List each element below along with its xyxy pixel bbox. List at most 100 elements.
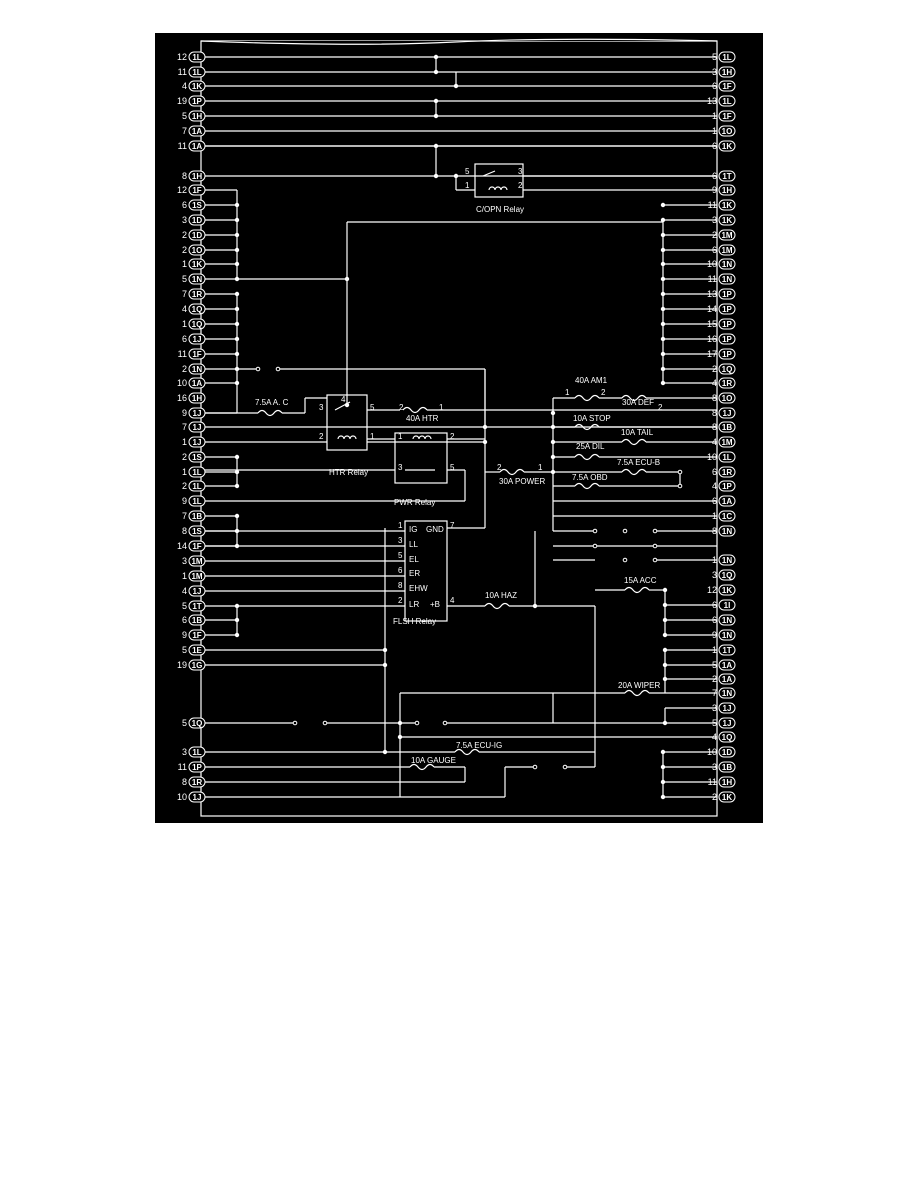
right-connector-bubble (718, 599, 736, 611)
left-pin-number: 11 (178, 762, 187, 772)
right-connector-bubble (718, 184, 736, 196)
pwr-relay-box (394, 432, 448, 484)
left-pin-number: 19 (177, 96, 187, 106)
right-pin-number: 1 (712, 126, 717, 136)
right-connector-id: 1A (722, 497, 732, 506)
junction-dot (234, 632, 240, 638)
right-pin-number: 5 (712, 660, 717, 670)
left-connector-id: 1Q (192, 719, 203, 728)
terminal-dot (622, 557, 628, 563)
left-connector-id: 1K (192, 260, 202, 269)
left-pin-number: 14 (177, 541, 187, 551)
pwr-pin-1: 1 (398, 432, 403, 441)
left-connector-id: 1A (192, 127, 202, 136)
left-connector-bubble (188, 540, 206, 552)
right-connector-bubble (718, 510, 736, 522)
left-connector-bubble (188, 791, 206, 803)
right-connector-bubble (718, 480, 736, 492)
junction-dot (234, 321, 240, 327)
junction-dot (453, 83, 459, 89)
right-connector-bubble (718, 584, 736, 596)
right-pin-number: 5 (712, 718, 717, 728)
right-pin-number: 11 (708, 777, 717, 787)
left-connector-bubble (188, 214, 206, 226)
left-connector-bubble (188, 273, 206, 285)
fuse-gauge (409, 763, 435, 771)
right-pin-number: 13 (707, 289, 717, 299)
htr-pin-4: 4 (341, 395, 346, 404)
junction-dot (550, 410, 556, 416)
left-connector-id: 1L (192, 748, 201, 757)
left-pin-number: 9 (182, 496, 187, 506)
right-connector-bubble (718, 170, 736, 182)
right-pin-number: 15 (707, 319, 717, 329)
junction-dot (453, 173, 459, 179)
junction-dot (660, 779, 666, 785)
junction-dot (382, 662, 388, 668)
junction-dot (234, 336, 240, 342)
left-pin-number: 5 (182, 111, 187, 121)
right-pin-number: 3 (712, 215, 717, 225)
terminal-dot (652, 557, 658, 563)
junction-dot (234, 528, 240, 534)
junction-dot (234, 366, 240, 372)
htr-pin-3: 3 (319, 403, 324, 412)
copn-relay-label: C/OPN Relay (476, 205, 524, 214)
left-connector-id: 1J (193, 335, 202, 344)
left-connector-bubble (188, 244, 206, 256)
right-connector-id: 1Q (722, 571, 733, 580)
left-connector-id: 1S (192, 527, 202, 536)
pwr-pin-5: 5 (450, 463, 455, 472)
right-connector-bubble (718, 421, 736, 433)
left-pin-number: 10 (177, 378, 187, 388)
right-connector-id: 1N (722, 616, 732, 625)
left-connector-bubble (188, 170, 206, 182)
left-pin-number: 6 (182, 334, 187, 344)
right-connector-id: 1T (722, 646, 731, 655)
left-connector-id: 1J (193, 438, 202, 447)
junction-dot (234, 276, 240, 282)
left-connector-id: 1K (192, 82, 202, 91)
terminal-dot (322, 720, 328, 726)
right-connector-bubble (718, 318, 736, 330)
right-connector-id: 1P (722, 305, 732, 314)
right-connector-id: 1Q (722, 733, 733, 742)
flsh-pin-gnd: GND (426, 525, 444, 534)
junction-dot (660, 794, 666, 800)
terminal-dot (677, 469, 683, 475)
terminal-dot (275, 366, 281, 372)
left-connector-id: 1B (192, 512, 202, 521)
left-connector-id: 1D (192, 231, 202, 240)
right-pin-number: 1 (712, 511, 717, 521)
flsh-pin-lr: LR (409, 600, 419, 609)
left-connector-id: 1H (192, 172, 202, 181)
right-pin-number: 2 (712, 230, 717, 240)
left-connector-bubble (188, 585, 206, 597)
right-connector-bubble (718, 125, 736, 137)
right-connector-id: 1N (722, 689, 732, 698)
right-connector-id: 1M (721, 246, 732, 255)
left-connector-id: 1A (192, 142, 202, 151)
right-pin-number: 2 (712, 364, 717, 374)
flsh-pin-num-7: 7 (450, 521, 455, 530)
right-connector-bubble (718, 273, 736, 285)
junction-dot (433, 143, 439, 149)
left-pin-number: 1 (182, 319, 187, 329)
junction-dot (344, 402, 350, 408)
right-pin-number: 6 (712, 171, 717, 181)
junction-dot (234, 351, 240, 357)
flsh-pin-el: EL (409, 555, 419, 564)
left-connector-bubble (188, 229, 206, 241)
left-connector-bubble (188, 746, 206, 758)
junction-dot (234, 483, 240, 489)
fuse-def (621, 394, 647, 402)
left-connector-id: 1S (192, 201, 202, 210)
pwr-pin-3: 3 (398, 463, 403, 472)
left-connector-id: 1Q (192, 320, 203, 329)
fuse-acc (624, 586, 650, 594)
right-connector-id: 1M (721, 438, 732, 447)
junction-dot (382, 749, 388, 755)
left-connector-id: 1B (192, 616, 202, 625)
right-pin-number: 9 (712, 630, 717, 640)
